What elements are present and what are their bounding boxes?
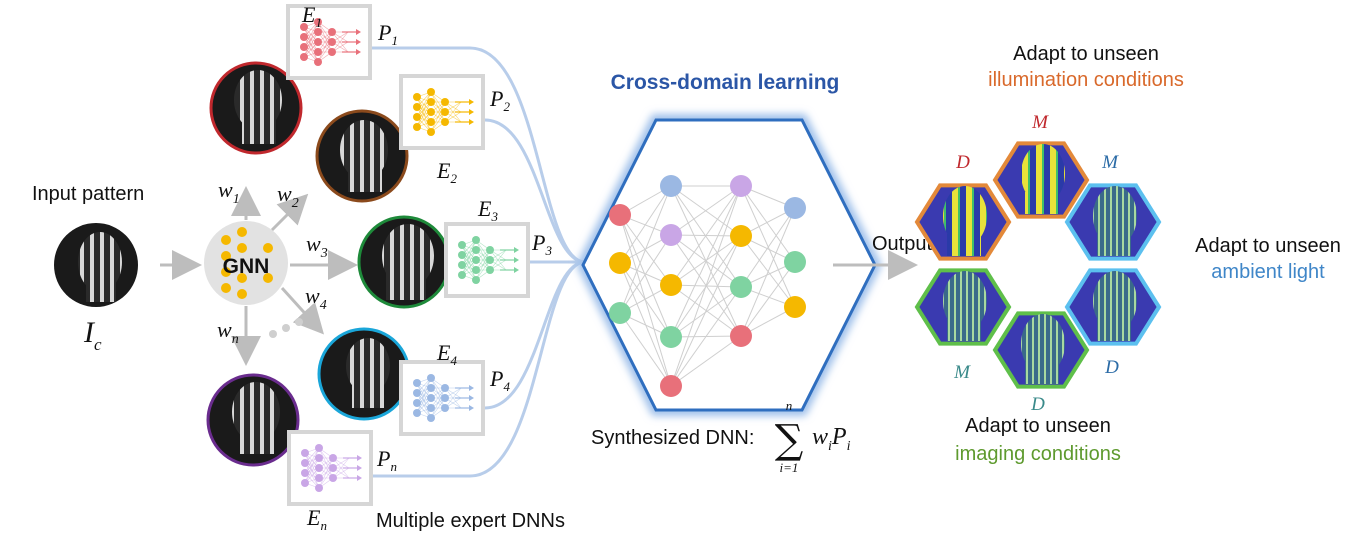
expert-boxes [286, 4, 530, 506]
expert-label-e3: E3 [477, 196, 498, 224]
expert-dnn-box-3 [444, 222, 530, 298]
weight-wn: wn [217, 317, 239, 347]
center-node [660, 224, 682, 246]
expert-image-4 [317, 327, 411, 421]
center-node [730, 175, 752, 197]
center-node [730, 325, 752, 347]
center-network [609, 175, 806, 397]
adapt-imaging-line2: imaging conditions [955, 443, 1121, 465]
cross-domain-title: Cross-domain learning [611, 71, 840, 94]
expert-label-en: En [306, 505, 327, 533]
input-label: Input pattern [32, 183, 144, 205]
center-node [784, 296, 806, 318]
hex-label-top-right: M [1101, 152, 1119, 173]
output-label: Output [872, 233, 932, 255]
adapt-illum-line2: illumination conditions [988, 69, 1184, 91]
sum-sign: ∑ [775, 417, 804, 463]
weight-w3: w3 [306, 231, 328, 261]
synthesized-dnn-hexagon [576, 114, 882, 416]
hex-label-top: M [1031, 112, 1049, 133]
expert-image-n [206, 373, 300, 467]
center-node [660, 274, 682, 296]
center-node [609, 302, 631, 324]
input-pattern-image [54, 223, 138, 307]
result-hexagon-2 [992, 141, 1090, 219]
adapt-ambient-line1: Adapt to unseen [1195, 235, 1341, 257]
center-node [730, 225, 752, 247]
expert-image-2 [315, 109, 409, 203]
hex-label-bottom-right: D [1104, 357, 1119, 378]
input-symbol: Ic [83, 316, 102, 354]
gnn-arrows [231, 186, 358, 366]
center-node [609, 204, 631, 226]
result-hexagon-1 [914, 183, 1012, 261]
output-label-p1: P1 [377, 20, 398, 48]
connector-curves [370, 46, 586, 478]
expert-image-3 [357, 215, 451, 309]
synthesized-label: Synthesized DNN: [591, 427, 754, 449]
expert-dnn-box-4 [399, 360, 485, 436]
adapt-ambient-line2: ambient light [1211, 261, 1325, 283]
center-node [784, 251, 806, 273]
sum-lower: i=1 [780, 460, 799, 475]
center-node [660, 375, 682, 397]
output-label-p3: P3 [531, 230, 552, 258]
adapt-illum-line1: Adapt to unseen [1013, 43, 1159, 65]
expert-dnn-box-1 [286, 4, 372, 80]
weight-w4: w4 [305, 283, 327, 313]
center-node [730, 276, 752, 298]
expert-label-e1: E1 [301, 2, 322, 30]
sum-formula: n ∑ i=1 wiPi [775, 398, 851, 475]
expert-image-1 [209, 61, 303, 155]
result-hexagon-5 [992, 311, 1090, 389]
hex-label-bottom-left: M [953, 362, 971, 383]
weight-w1: w1 [218, 177, 240, 207]
adapt-imaging-line1: Adapt to unseen [965, 415, 1111, 437]
expert-dnn-box-2 [399, 74, 485, 150]
hex-label-top-left: D [955, 152, 970, 173]
center-node [660, 175, 682, 197]
weight-w2: w2 [277, 181, 299, 211]
result-hexagon-4 [1064, 268, 1162, 346]
result-hexagon-3 [1064, 183, 1162, 261]
sum-upper: n [786, 398, 793, 413]
output-label-pn: Pn [376, 446, 397, 474]
center-node [784, 197, 806, 219]
expert-dnn-box-n [287, 430, 373, 506]
expert-label-e2: E2 [436, 158, 457, 186]
center-node [660, 326, 682, 348]
output-label-p4: P4 [489, 366, 510, 394]
expert-label-e4: E4 [436, 340, 457, 368]
gnn-label: GNN [223, 255, 270, 278]
ellipsis-dots [269, 318, 303, 338]
sum-term: wiPi [812, 424, 851, 454]
output-label-p2: P2 [489, 86, 510, 114]
gnn-node: GNN [204, 221, 288, 305]
center-node [609, 252, 631, 274]
result-hexagons [914, 141, 1162, 389]
hex-label-bottom: D [1030, 394, 1045, 415]
experts-caption: Multiple expert DNNs [376, 510, 565, 532]
result-hexagon-6 [914, 268, 1012, 346]
